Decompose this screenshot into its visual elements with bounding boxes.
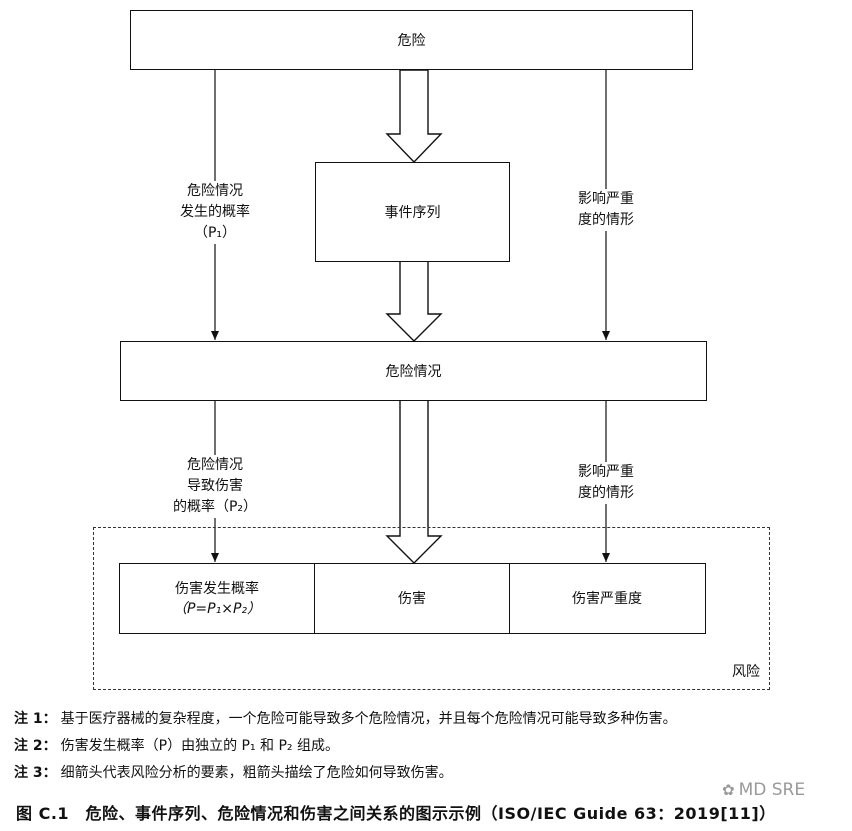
- p1-label-line-3: （P₁）: [193, 225, 237, 241]
- note-1-text: 基于医疗器械的复杂程度，一个危险可能导致多个危险情况，并且每个危险情况可能导致多…: [60, 711, 677, 727]
- harm-probability-cell: 伤害发生概率 （P=P₁×P₂）: [120, 564, 315, 633]
- event-sequence-box: 事件序列: [315, 162, 510, 262]
- note-3-prefix: 注 3：: [14, 765, 57, 781]
- p1-label-line-1: 危险情况: [187, 183, 243, 199]
- note-2-text: 伤害发生概率（P）由独立的 P₁ 和 P₂ 组成。: [60, 738, 339, 754]
- hazardous-situation-box-label: 危险情况: [385, 364, 442, 380]
- note-2-prefix: 注 2：: [14, 738, 57, 754]
- harm-label: 伤害: [398, 590, 426, 607]
- harm-severity-cell: 伤害严重度: [510, 564, 704, 633]
- watermark-text: MD SRE: [738, 780, 806, 800]
- note-2: 注 2：伤害发生概率（P）由独立的 P₁ 和 P₂ 组成。: [14, 736, 339, 756]
- hazard-box: 危险: [130, 10, 693, 70]
- severity-bottom-label: 影响严重 度的情形: [561, 462, 651, 504]
- severity-top-label-line-1: 影响严重: [578, 191, 634, 207]
- thick-arrow-situation-to-harm: [385, 399, 443, 564]
- harm-probability-formula: （P=P₁×P₂）: [172, 600, 261, 617]
- harm-cell: 伤害: [315, 564, 510, 633]
- note-3: 注 3：细箭头代表风险分析的要素，粗箭头描绘了危险如何导致伤害。: [14, 763, 453, 783]
- hazard-box-label: 危险: [397, 33, 426, 49]
- p2-label-line-3: 的概率（P₂）: [172, 499, 258, 515]
- event-sequence-box-label: 事件序列: [384, 205, 441, 221]
- hazardous-situation-box: 危险情况: [120, 341, 707, 401]
- note-1: 注 1：基于医疗器械的复杂程度，一个危险可能导致多个危险情况，并且每个危险情况可…: [14, 709, 677, 729]
- severity-bottom-label-line-2: 度的情形: [578, 485, 634, 501]
- figure-caption: 图 C.1 危险、事件序列、危险情况和伤害之间关系的图示示例（ISO/IEC G…: [16, 804, 776, 823]
- p1-label-line-2: 发生的概率: [180, 204, 250, 220]
- watermark: ✿MD SRE: [722, 780, 805, 800]
- p2-label-line-1: 危险情况: [187, 457, 243, 473]
- risk-row: 伤害发生概率 （P=P₁×P₂） 伤害 伤害严重度: [119, 563, 706, 634]
- harm-probability-label: 伤害发生概率: [175, 580, 259, 597]
- p2-label: 危险情况 导致伤害 的概率（P₂）: [155, 455, 275, 518]
- risk-label: 风险: [732, 664, 760, 680]
- note-3-text: 细箭头代表风险分析的要素，粗箭头描绘了危险如何导致伤害。: [60, 765, 453, 781]
- severity-top-label: 影响严重 度的情形: [561, 189, 651, 231]
- severity-bottom-label-line-1: 影响严重: [578, 464, 634, 480]
- thick-arrow-event-to-situation: [385, 260, 443, 342]
- harm-severity-label: 伤害严重度: [572, 590, 642, 607]
- note-1-prefix: 注 1：: [14, 711, 57, 727]
- thick-arrow-hazard-to-event: [385, 69, 443, 164]
- p2-label-line-2: 导致伤害: [187, 478, 243, 494]
- p1-label: 危险情况 发生的概率 （P₁）: [160, 181, 270, 244]
- wechat-icon: ✿: [722, 781, 735, 799]
- risk-boundary: [93, 527, 770, 690]
- severity-top-label-line-2: 度的情形: [578, 212, 634, 228]
